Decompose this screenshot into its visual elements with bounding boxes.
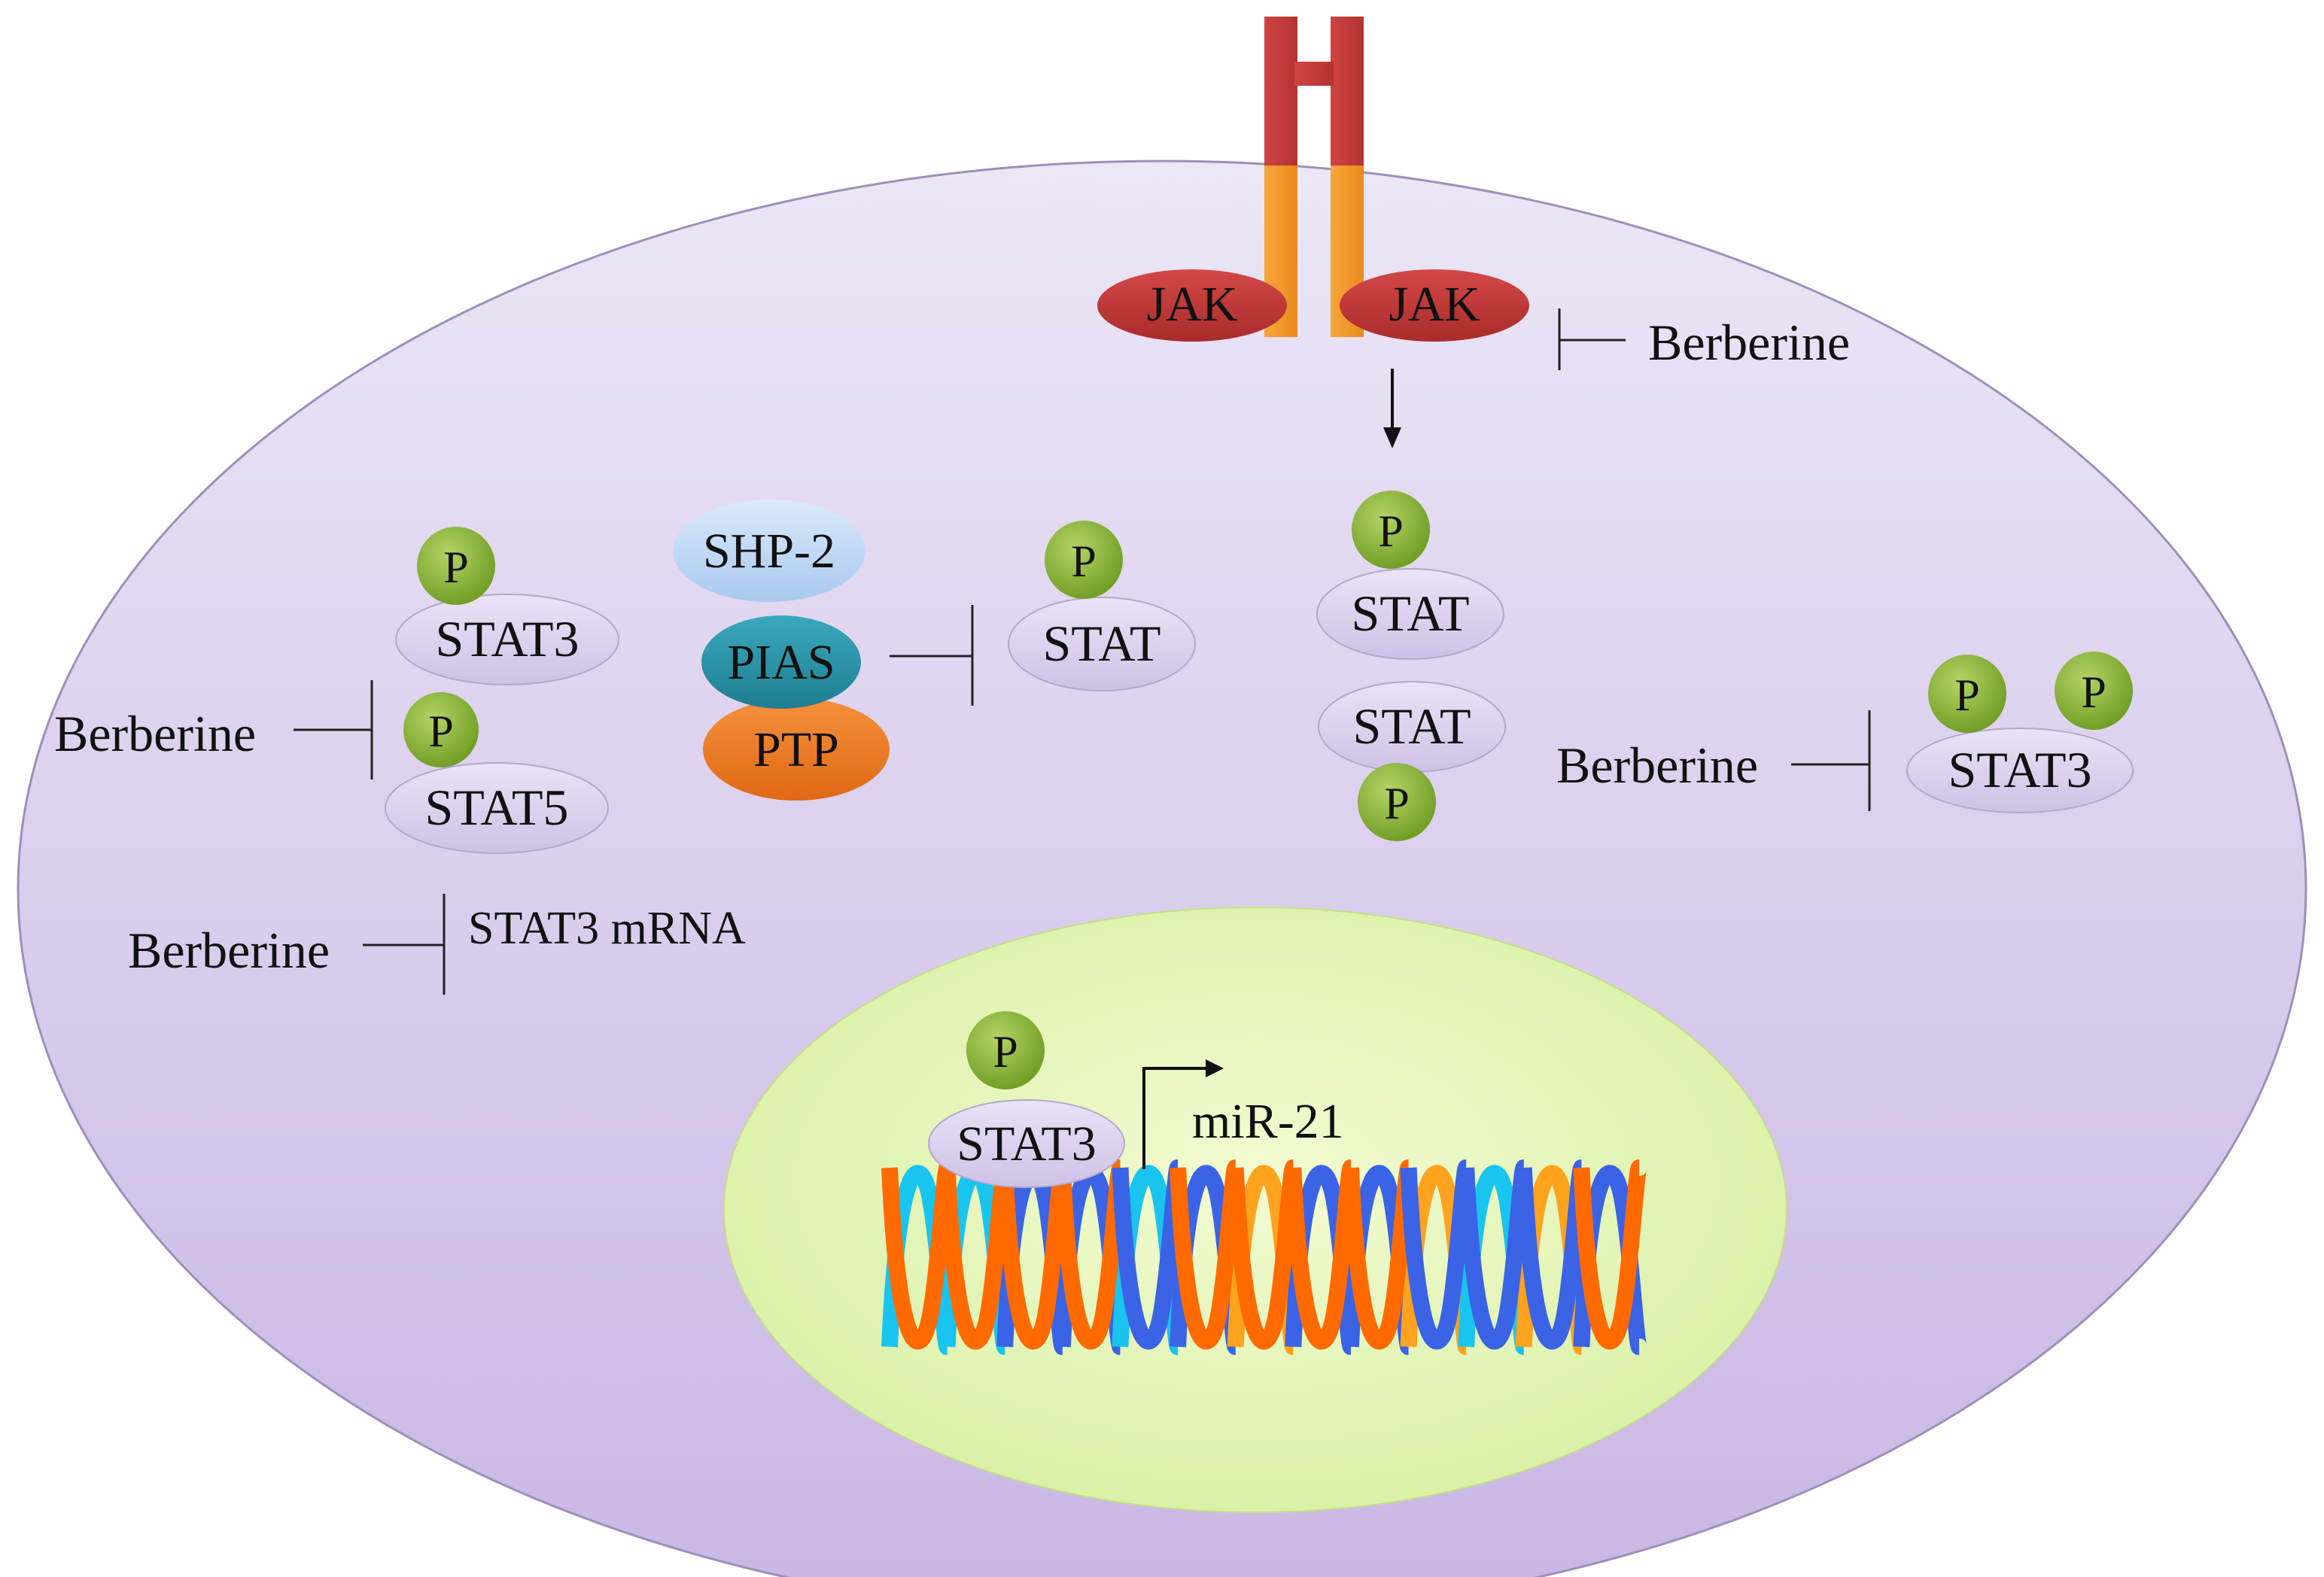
phosphate-label: P — [443, 542, 468, 592]
stat3-right-label: STAT3 — [1948, 741, 2091, 798]
dna-helix-icon — [881, 1159, 1647, 1355]
phosphate-icon-stat-middle — [1045, 521, 1123, 599]
dna-strand-a-segment — [1573, 1159, 1647, 1350]
mir21-label: miR-21 — [1192, 1094, 1344, 1149]
phosphate-icon-stat5-left — [403, 692, 479, 767]
stat3-right — [1906, 728, 2134, 813]
stat5-left: STAT5 P — [385, 692, 609, 854]
phosphate-label: P — [428, 706, 453, 756]
phosphate-icon-stat3-nuclear — [966, 1011, 1045, 1089]
shp2 — [673, 500, 865, 602]
phosphate-label: P — [1071, 536, 1096, 586]
phosphate-icon-stat3-left — [417, 527, 495, 605]
stat3-mrna-label: STAT3 mRNA — [468, 903, 746, 954]
phosphate-label: P — [1378, 506, 1403, 556]
arrow-icon-jak-stat — [1383, 369, 1401, 448]
stat-lower-label: STAT — [1352, 697, 1471, 755]
berberine-label-jak: Berberine — [1648, 314, 1850, 371]
inhibition-icon-mrna — [363, 894, 446, 995]
stat5-left-label: STAT5 — [424, 779, 568, 836]
inhibition-icon-stat5 — [294, 680, 373, 779]
phosphate-icon-stat-upper — [1352, 491, 1430, 569]
phosphate-label: P — [2081, 667, 2106, 717]
inhibition-icon-stat3-right — [1791, 710, 1871, 811]
stat3-nuclear: STAT3 P — [928, 1011, 1125, 1188]
stat3-left-label: STAT3 — [435, 610, 579, 667]
pias-label: PIAS — [727, 635, 835, 690]
stat-upper-label: STAT — [1351, 585, 1469, 642]
berberine-label-stat5: Berberine — [54, 705, 256, 762]
transcription-arrow-icon — [1142, 1059, 1224, 1169]
stat3-nuclear-label: STAT3 — [957, 1117, 1096, 1171]
shp2-label: SHP-2 — [703, 524, 835, 579]
phosphate-icon-stat-lower — [1358, 763, 1436, 841]
phosphate-icon-stat3-right-b — [2055, 652, 2133, 730]
ptp-label: PTP — [753, 722, 839, 777]
ptp — [703, 698, 890, 801]
jak-right: JAK — [1340, 269, 1529, 342]
berberine-label-stat3-right: Berberine — [1556, 737, 1758, 794]
stat-middle: STAT P — [1008, 521, 1196, 691]
phosphate-icon-stat3-right-a — [1928, 655, 2006, 733]
stat3-diphospho: STAT3 P P — [1906, 652, 2134, 813]
phosphate-label: P — [1954, 670, 1979, 720]
phosphate-label: P — [993, 1027, 1018, 1077]
stat-middle-label: STAT — [1042, 615, 1160, 672]
stat-dimer: STAT P STAT P — [1316, 491, 1506, 841]
jak-right-label: JAK — [1389, 277, 1480, 332]
inhibition-icon-jak — [1558, 308, 1626, 370]
pias — [701, 615, 861, 709]
stat3-left: STAT3 P — [395, 527, 619, 685]
jak-left: JAK — [1097, 269, 1287, 342]
inhibition-icon-pias-stat — [890, 605, 974, 706]
regulators-stack: SHP-2 PTP PIAS — [673, 500, 890, 801]
berberine-label-mrna: Berberine — [128, 922, 330, 979]
stat-upper — [1316, 568, 1504, 660]
jak-left-label: JAK — [1146, 277, 1237, 332]
phosphate-label: P — [1384, 779, 1409, 828]
